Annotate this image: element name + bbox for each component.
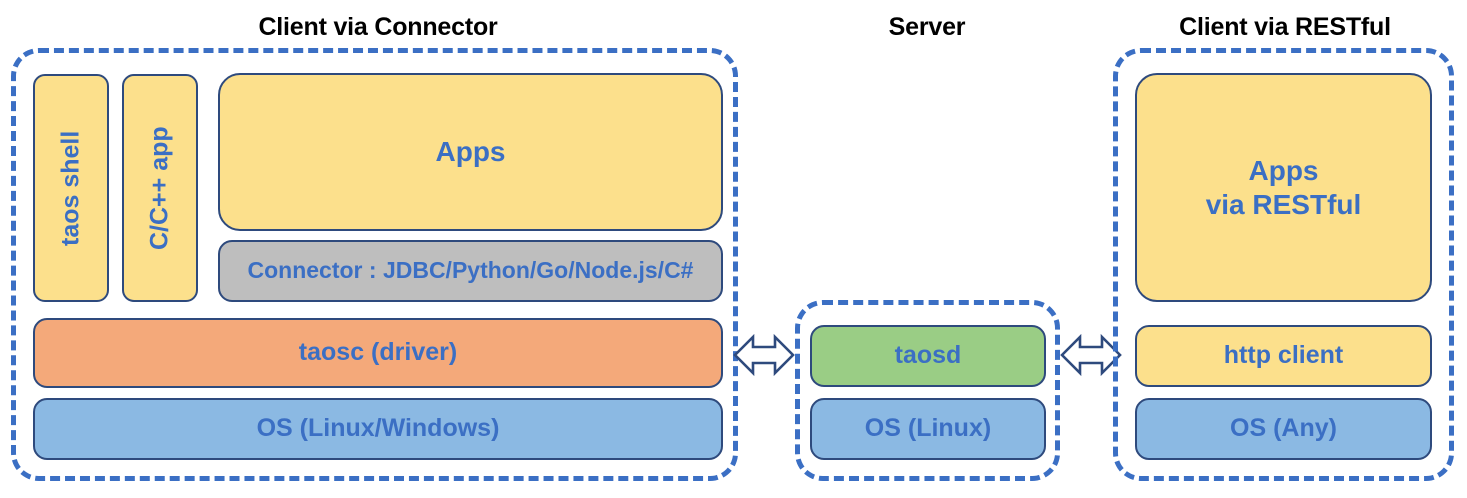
section-title-server: Server (888, 13, 966, 41)
section-title-client-restful: Client via RESTful (1179, 13, 1391, 41)
arrow-server-to-restful-client (1060, 327, 1122, 383)
section-title-client-connector: Client via Connector (258, 13, 498, 41)
group-client-via-restful (1113, 48, 1454, 481)
box-taosc-driver[interactable]: taosc (driver) (33, 318, 723, 388)
box-http-client[interactable]: http client (1135, 325, 1432, 387)
box-c-cpp-app[interactable]: C/C++ app (122, 74, 198, 302)
box-apps-via-restful[interactable]: Apps via RESTful (1135, 73, 1432, 302)
group-client-via-connector (11, 48, 738, 481)
box-taos-shell[interactable]: taos shell (33, 74, 109, 302)
box-os-any[interactable]: OS (Any) (1135, 398, 1432, 460)
group-server (795, 300, 1060, 481)
box-os-linux[interactable]: OS (Linux) (810, 398, 1046, 460)
box-apps[interactable]: Apps (218, 73, 723, 231)
box-connector[interactable]: Connector : JDBC/Python/Go/Node.js/C# (218, 240, 723, 302)
arrow-client-to-server (733, 327, 795, 383)
box-taosd[interactable]: taosd (810, 325, 1046, 387)
box-os-linux-windows[interactable]: OS (Linux/Windows) (33, 398, 723, 460)
